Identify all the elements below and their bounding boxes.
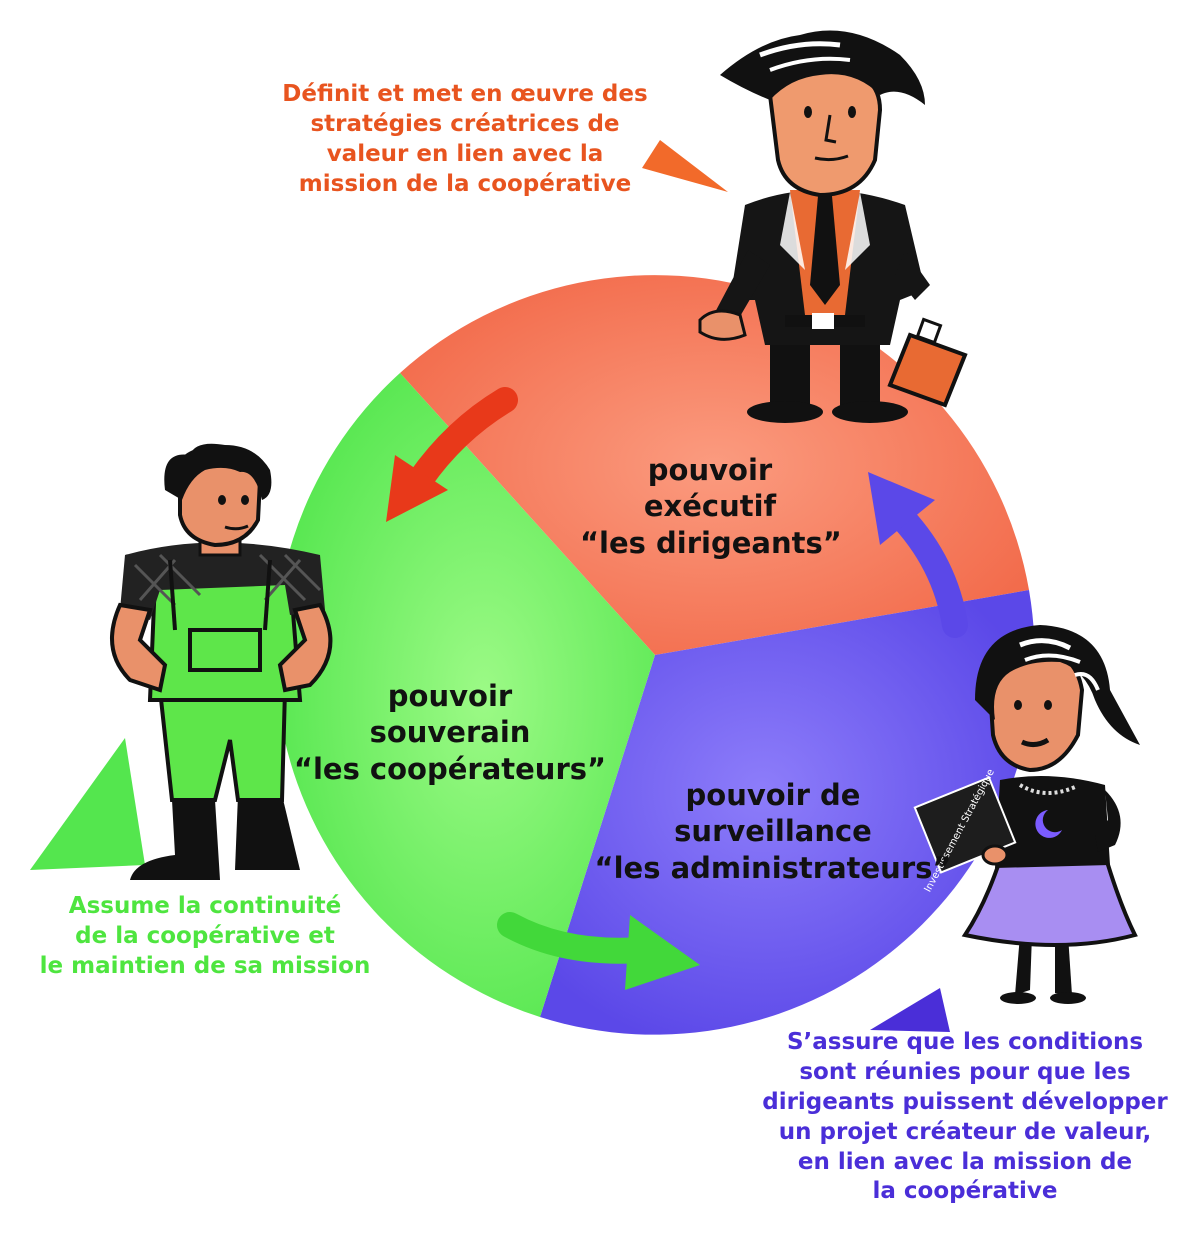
executive-caption-line: mission de la coopérative [298,170,632,197]
surveillance-label-line2: surveillance [674,814,872,849]
sovereign-label-line3: “les coopérateurs” [293,751,607,786]
surveillance-label-line1: pouvoir de [685,778,861,812]
executive-sector-label: pouvoir exécutif “les dirigeants” [580,452,842,561]
executive-label-line2: exécutif [643,489,777,524]
surveillance-caption-line: un projet créateur de valeur, [778,1118,1152,1145]
executive-label-line3: “les dirigeants” [580,525,842,560]
arrow-surveillance-to-executive [868,472,968,638]
executive-caption: Définit et met en œuvre des stratégies c… [265,80,665,200]
sovereign-label-line2: souverain [369,715,531,750]
surveillance-caption-line: dirigeants puissent développer [762,1088,1168,1115]
surveillance-sector-label: pouvoir de surveillance “les administrat… [588,777,958,886]
arrow-sovereign-to-surveillance [497,912,700,990]
sovereign-pointer [30,738,145,870]
surveillance-caption-line: en lien avec la mission de [797,1148,1133,1175]
surveillance-caption-line: la coopérative [872,1178,1058,1205]
executive-label-line1: pouvoir [647,453,773,487]
arrow-executive-to-sovereign [386,387,518,522]
sovereign-caption-line: de la coopérative et [75,922,335,949]
sovereign-sector [274,373,655,1017]
surveillance-caption-line: S’assure que les conditions [786,1029,1144,1055]
sovereign-caption-line: Assume la continuité [68,893,342,919]
surveillance-label-line3: “les administrateurs” [594,850,952,885]
businesswoman-figure-icon [913,625,1140,1004]
surveillance-caption: S’assure que les conditions sont réunies… [740,1028,1190,1207]
surveillance-caption-line: sont réunies pour que les [799,1058,1131,1085]
farmer-figure-icon [110,443,333,880]
executive-caption-line: Définit et met en œuvre des [282,81,648,107]
executive-caption-line: stratégies créatrices de [310,110,620,137]
businessman-figure-icon [698,30,968,423]
surveillance-sector [540,590,1035,1035]
sovereign-sector-label: pouvoir souverain “les coopérateurs” [280,678,620,787]
sovereign-caption-line: le maintien de sa mission [39,952,371,979]
surveillance-pointer [870,988,950,1032]
executive-pointer [642,140,728,192]
executive-caption-line: valeur en lien avec la [326,140,604,167]
sovereign-label-line1: pouvoir [387,679,513,713]
sovereign-caption: Assume la continuité de la coopérative e… [10,892,400,982]
